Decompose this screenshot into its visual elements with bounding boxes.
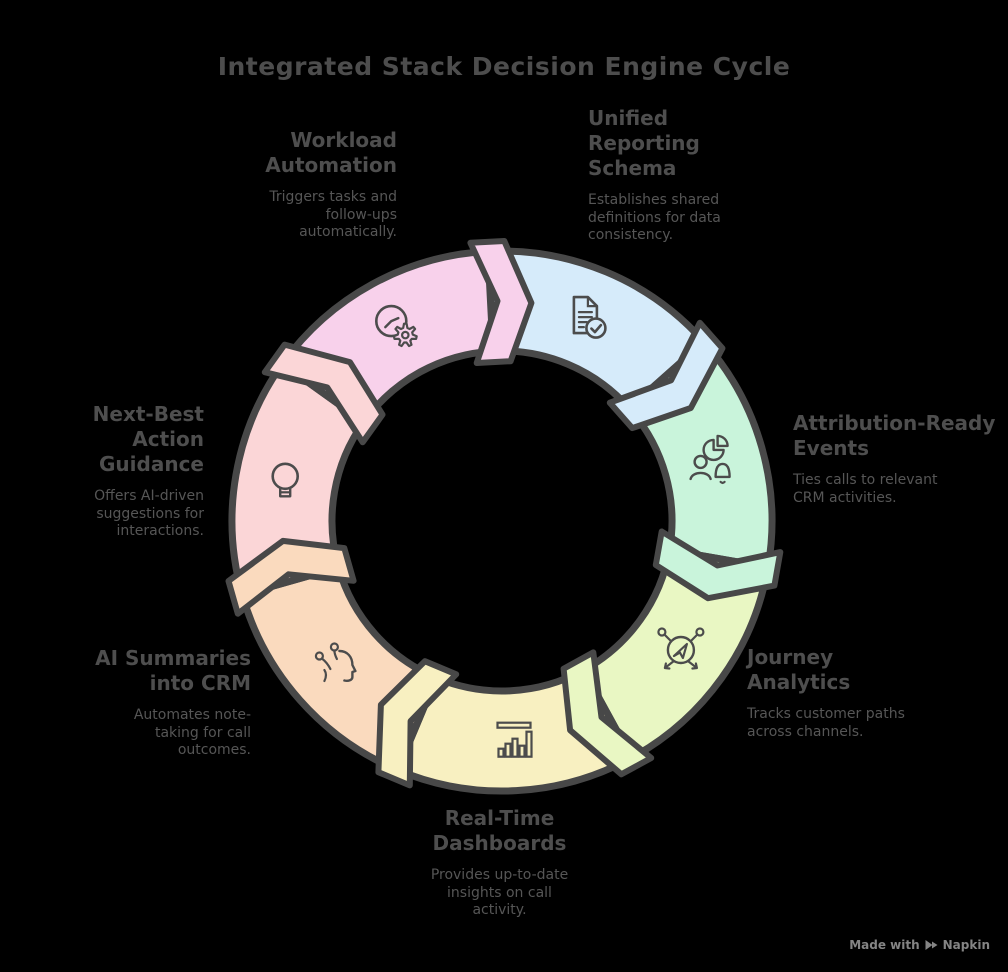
- bar-chart-icon: [496, 721, 533, 758]
- step-description: Offers AI-driven suggestions for interac…: [94, 488, 204, 539]
- navigation-network-icon: [657, 627, 705, 670]
- step-description: Automates note- taking for call outcomes…: [133, 707, 251, 758]
- step-label: Real-Time Dashboards: [432, 806, 567, 855]
- step-label: Workload Automation: [265, 128, 397, 177]
- document-check-icon: [572, 295, 607, 339]
- step-description: Triggers tasks and follow-ups automatica…: [269, 189, 397, 240]
- watermark-brand: Napkin: [942, 938, 990, 952]
- step-label: AI Summaries into CRM: [95, 646, 251, 695]
- watermark-text: Made with: [849, 938, 920, 952]
- step-label: Attribution-Ready Events: [793, 411, 996, 460]
- chevron-ai-summaries-into-crm: [225, 537, 357, 617]
- step-description: Tracks customer paths across channels.: [747, 706, 905, 740]
- lightbulb-icon: [271, 462, 300, 498]
- step-workload-automation: Workload Automation Triggers tasks and f…: [217, 128, 397, 242]
- napkin-watermark: Made with Napkin: [849, 938, 990, 952]
- step-description: Ties calls to relevant CRM activities.: [793, 472, 938, 506]
- chevron-next-best-action-guidance: [261, 341, 386, 446]
- step-label: Journey Analytics: [747, 645, 851, 694]
- clock-gear-icon: [374, 304, 418, 348]
- chevron-attribution-ready-events: [652, 528, 784, 602]
- step-label: Unified Reporting Schema: [588, 106, 700, 180]
- step-next-best-action-guidance: Next-Best Action Guidance Offers AI-driv…: [24, 402, 204, 541]
- step-label: Next-Best Action Guidance: [92, 402, 204, 476]
- step-description: Establishes shared definitions for data …: [588, 192, 721, 243]
- ai-head-icon: [314, 642, 357, 683]
- step-real-time-dashboards: Real-Time Dashboards Provides up-to-date…: [397, 806, 602, 920]
- step-journey-analytics: Journey Analytics Tracks customer paths …: [747, 645, 962, 741]
- step-unified-reporting-schema: Unified Reporting Schema Establishes sha…: [588, 106, 798, 245]
- step-ai-summaries-into-crm: AI Summaries into CRM Automates note- ta…: [71, 646, 251, 760]
- chevron-workload-automation: [467, 238, 535, 366]
- chevron-unified-reporting-schema: [606, 319, 726, 432]
- chevron-journey-analytics: [560, 649, 655, 778]
- user-pie-bell-icon: [689, 434, 731, 484]
- chevron-real-time-dashboards: [375, 658, 460, 789]
- napkin-logo-icon: [925, 940, 938, 950]
- step-description: Provides up-to-date insights on call act…: [430, 867, 569, 918]
- diagram-title: Integrated Stack Decision Engine Cycle: [217, 52, 791, 81]
- step-attribution-ready-events: Attribution-Ready Events Ties calls to r…: [793, 411, 1008, 507]
